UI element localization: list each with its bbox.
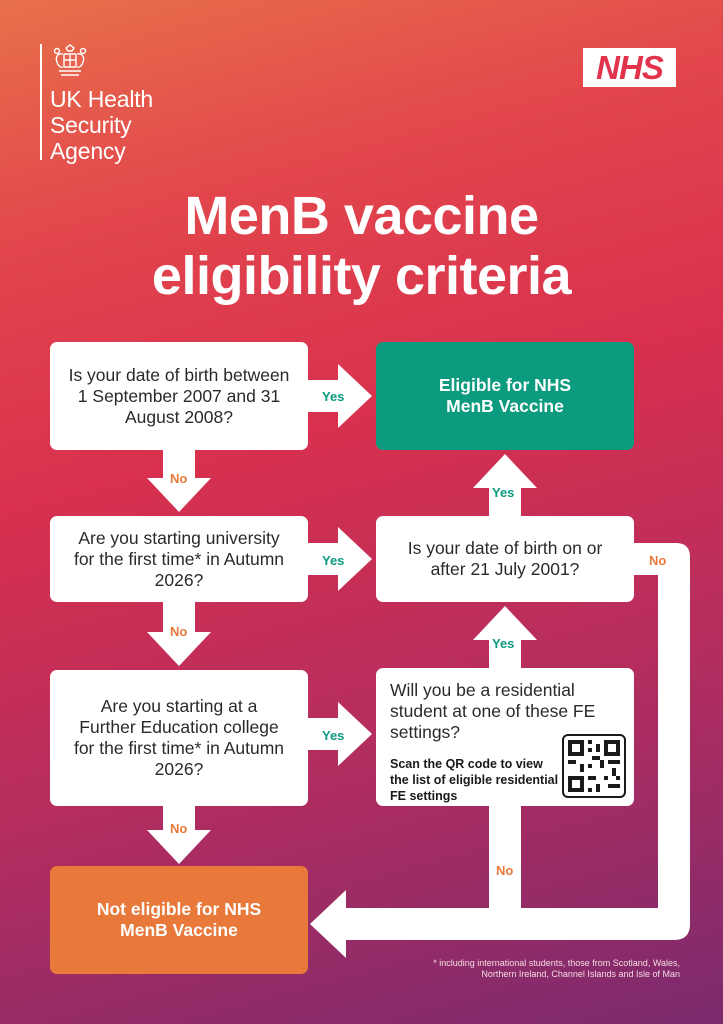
arrow-q4-no-loop (310, 543, 690, 958)
outcome-not-eligible: Not eligible for NHS MenB Vaccine (50, 866, 308, 974)
label-yes-q1: Yes (322, 389, 345, 404)
qr-code-icon[interactable] (562, 734, 626, 798)
label-no-q2: No (170, 624, 188, 639)
question-residential-fe-text: Will you be a residential student at one… (390, 680, 596, 742)
question-dob-range: Is your date of birth between 1 Septembe… (50, 342, 308, 450)
label-yes-q3: Yes (322, 728, 345, 743)
label-no-q5: No (496, 863, 514, 878)
outcome-eligible-text: Eligible for NHS MenB Vaccine (438, 375, 572, 416)
outcome-eligible: Eligible for NHS MenB Vaccine (376, 342, 634, 450)
arrow-q1-to-q2 (147, 450, 211, 512)
arrow-q4-to-eligible (473, 454, 537, 516)
ukhsa-logo: UK Health Security Agency (38, 44, 218, 164)
label-no-q4: No (649, 553, 667, 568)
arrow-q3-to-not-eligible (147, 806, 211, 864)
label-yes-q2: Yes (322, 553, 345, 568)
qr-instruction: Scan the QR code to view the list of eli… (390, 757, 559, 803)
label-yes-q4: Yes (492, 485, 515, 500)
label-yes-q5: Yes (492, 636, 515, 651)
ukhsa-name: UK Health Security Agency (50, 86, 154, 164)
arrow-q2-to-q3 (147, 602, 211, 666)
arrow-q3-to-q5 (308, 702, 372, 766)
question-university: Are you starting university for the firs… (50, 516, 308, 602)
question-residential-fe: Will you be a residential student at one… (376, 668, 634, 806)
question-fe-college: Are you starting at a Further Education … (50, 670, 308, 806)
arrow-q5-to-q4 (473, 606, 537, 668)
footnote: * including international students, thos… (433, 958, 680, 979)
arrow-q5-no-down (489, 806, 521, 908)
arrow-q1-to-eligible (308, 364, 372, 428)
royal-crest-icon (53, 44, 87, 76)
question-fe-college-text: Are you starting at a Further Education … (73, 696, 285, 779)
nhs-logo: NHS (583, 48, 676, 87)
logo-divider (40, 44, 42, 160)
arrow-q2-to-q4 (308, 527, 372, 591)
label-no-q1: No (170, 471, 188, 486)
nhs-logo-text: NHS (596, 49, 664, 86)
page-title: MenB vaccine eligibility criteria (151, 186, 572, 306)
label-no-q3: No (170, 821, 188, 836)
question-dob-after-text: Is your date of birth on or after 21 Jul… (407, 538, 603, 579)
question-dob-after: Is your date of birth on or after 21 Jul… (376, 516, 634, 602)
question-dob-range-text: Is your date of birth between 1 Septembe… (68, 364, 290, 427)
question-university-text: Are you starting university for the firs… (73, 527, 285, 590)
outcome-not-eligible-text: Not eligible for NHS MenB Vaccine (96, 899, 262, 940)
